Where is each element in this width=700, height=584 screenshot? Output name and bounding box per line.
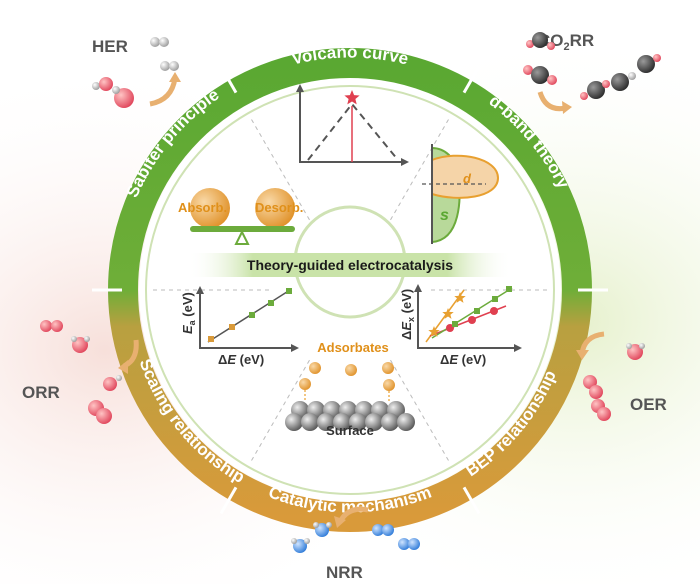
her-arrow-icon bbox=[169, 72, 181, 82]
inner-rim bbox=[145, 85, 555, 495]
nrr-arrow-icon bbox=[334, 516, 346, 528]
dband-panel: d s bbox=[422, 144, 500, 244]
oer-molecules bbox=[576, 331, 645, 421]
adsorbates-label: Adsorbates bbox=[317, 340, 389, 355]
her-label: HER bbox=[92, 37, 128, 56]
center-banner bbox=[188, 253, 512, 277]
bep-xlabel: ΔE (eV) bbox=[218, 352, 264, 367]
volcano-star-icon bbox=[344, 90, 360, 105]
co2rr-molecules bbox=[523, 32, 661, 114]
seesaw-fulcrum bbox=[234, 229, 250, 245]
sabatier-panel: Absorb. Desorb. bbox=[178, 188, 303, 245]
mechanism-panel: Adsorbates Surface bbox=[285, 340, 415, 438]
scaling-ylabel: ΔEx (eV) bbox=[399, 289, 416, 340]
center-title: Theory-guided electrocatalysis bbox=[247, 257, 453, 273]
scaling-panel: ΔEx (eV) ΔE (eV) bbox=[399, 284, 522, 367]
dband-d-label: d bbox=[463, 171, 472, 186]
absorb-label: Absorb. bbox=[178, 200, 227, 215]
nrr-label: NRR bbox=[326, 563, 363, 582]
surface-label: Surface bbox=[326, 423, 374, 438]
orr-molecules bbox=[40, 320, 139, 424]
surface-atoms bbox=[285, 401, 415, 431]
desorb-ball bbox=[255, 188, 295, 228]
outer-ring bbox=[108, 48, 592, 532]
dband-s-label: s bbox=[440, 207, 449, 224]
orr-arrow-icon bbox=[118, 360, 128, 374]
scaling-xlabel: ΔE (eV) bbox=[440, 352, 486, 367]
orr-label: ORR bbox=[22, 383, 60, 402]
oer-label: OER bbox=[630, 395, 667, 414]
ring-dividers bbox=[92, 65, 608, 515]
seesaw-beam bbox=[190, 226, 295, 232]
absorb-ball bbox=[190, 188, 230, 228]
scaling-orange-stars bbox=[428, 292, 466, 337]
bep-ylabel: Ea (eV) bbox=[180, 292, 197, 334]
bep-panel: Ea (eV) ΔE (eV) bbox=[180, 286, 299, 367]
co2rr-arrow-icon bbox=[562, 101, 572, 114]
her-molecules bbox=[92, 37, 181, 108]
nrr-molecules bbox=[291, 506, 420, 553]
sector-dividers bbox=[151, 117, 549, 463]
oer-arrow-icon bbox=[576, 350, 589, 360]
desorb-label: Desorb. bbox=[255, 200, 303, 215]
volcano-panel bbox=[296, 84, 409, 166]
